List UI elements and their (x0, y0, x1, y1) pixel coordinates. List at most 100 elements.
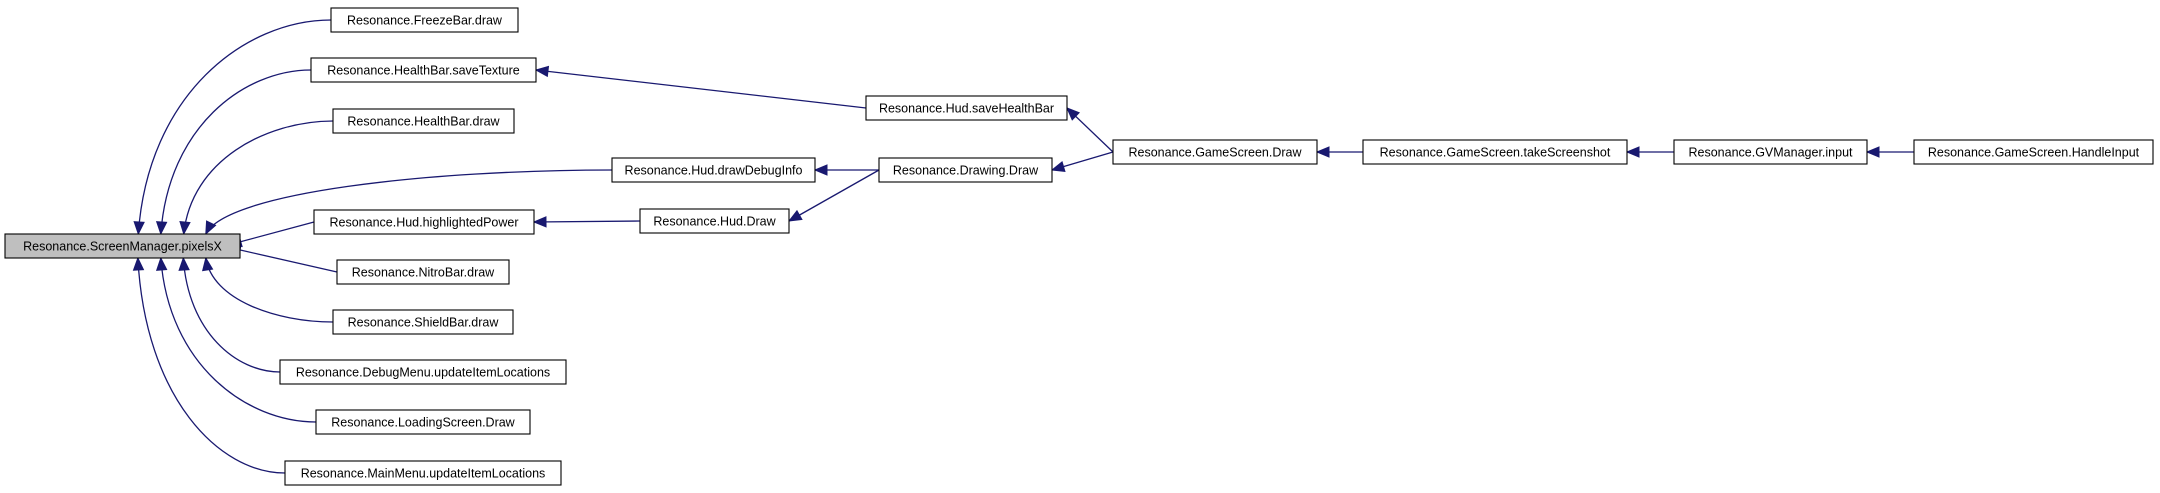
node-label: Resonance.DebugMenu.updateItemLocations (296, 366, 550, 380)
node-gameDraw[interactable]: Resonance.GameScreen.Draw (1112, 139, 1318, 165)
call-edge (1625, 146, 1674, 158)
arrowhead (1625, 146, 1640, 158)
node-hudHighlighted[interactable]: Resonance.Hud.highlightedPower (313, 209, 535, 235)
call-edge (227, 244, 338, 273)
node-box[interactable] (1112, 139, 1318, 165)
node-label: Resonance.Hud.drawDebugInfo (625, 164, 803, 178)
arrowhead (813, 164, 828, 176)
node-box[interactable] (332, 108, 515, 134)
node-box[interactable] (284, 460, 562, 486)
call-edge (227, 221, 315, 248)
node-nitroDraw[interactable]: Resonance.NitroBar.draw (336, 259, 510, 285)
node-label: Resonance.MainMenu.updateItemLocations (301, 467, 546, 481)
node-box[interactable] (1673, 139, 1868, 165)
call-edge (787, 169, 880, 222)
node-label: Resonance.NitroBar.draw (352, 266, 495, 280)
arrowhead (178, 256, 190, 271)
node-box[interactable] (336, 259, 510, 285)
edge-line (160, 257, 317, 423)
node-box[interactable] (330, 7, 519, 33)
node-label: Resonance.Hud.saveHealthBar (879, 102, 1054, 116)
call-edge (813, 164, 879, 176)
node-gvInput[interactable]: Resonance.GVManager.input (1673, 139, 1868, 165)
node-label: Resonance.HealthBar.saveTexture (327, 64, 520, 78)
node-hudSaveHealth[interactable]: Resonance.Hud.saveHealthBar (865, 95, 1068, 121)
edge-line (535, 69, 867, 109)
call-edge (532, 216, 641, 228)
arrowhead (1050, 160, 1066, 172)
call-edge (132, 256, 286, 474)
node-label: Resonance.Drawing.Draw (893, 164, 1039, 178)
edge-line (137, 19, 332, 235)
node-freezeDraw[interactable]: Resonance.FreezeBar.draw (330, 7, 519, 33)
node-drawingDraw[interactable]: Resonance.Drawing.Draw (878, 157, 1053, 183)
node-box[interactable] (611, 157, 816, 183)
arrowhead (532, 216, 547, 228)
node-loadingDraw[interactable]: Resonance.LoadingScreen.Draw (315, 409, 531, 435)
node-box[interactable] (315, 409, 531, 435)
arrowhead (534, 65, 550, 78)
node-hudDraw[interactable]: Resonance.Hud.Draw (639, 208, 790, 234)
edge-line (183, 120, 334, 235)
arrowhead (179, 220, 191, 236)
node-label: Resonance.GVManager.input (1689, 146, 1854, 160)
node-box[interactable] (332, 309, 514, 335)
arrowhead (202, 256, 214, 272)
node-box[interactable] (865, 95, 1068, 121)
arrowhead (1865, 146, 1880, 158)
node-box[interactable] (310, 57, 537, 83)
node-label: Resonance.LoadingScreen.Draw (331, 416, 515, 430)
call-edge (202, 256, 334, 323)
node-label: Resonance.GameScreen.Draw (1129, 146, 1303, 160)
call-edge (155, 256, 317, 423)
node-debugMenu[interactable]: Resonance.DebugMenu.updateItemLocations (279, 359, 567, 385)
node-label: Resonance.FreezeBar.draw (347, 14, 503, 28)
node-hudDebug[interactable]: Resonance.Hud.drawDebugInfo (611, 157, 816, 183)
arrowhead (205, 220, 217, 236)
call-edge (178, 256, 281, 373)
node-box[interactable] (878, 157, 1053, 183)
node-mainMenu[interactable]: Resonance.MainMenu.updateItemLocations (284, 460, 562, 486)
node-handleInput[interactable]: Resonance.GameScreen.HandleInput (1913, 139, 2154, 165)
edge-line (160, 69, 312, 235)
arrowhead (787, 209, 803, 222)
node-takeShot[interactable]: Resonance.GameScreen.takeScreenshot (1362, 139, 1628, 165)
node-label: Resonance.HealthBar.draw (347, 115, 500, 129)
node-pixelsX[interactable]: Resonance.ScreenManager.pixelsX (4, 233, 241, 259)
edge-line (205, 257, 334, 323)
arrowhead (132, 256, 145, 271)
node-layer: Resonance.ScreenManager.pixelsX Resonance… (4, 7, 2154, 486)
node-label: Resonance.Hud.highlightedPower (329, 216, 518, 230)
call-edge (205, 169, 613, 236)
node-label: Resonance.ShieldBar.draw (348, 316, 500, 330)
arrowhead (155, 221, 168, 236)
node-box[interactable] (639, 208, 790, 234)
edge-line (533, 220, 641, 223)
edge-line (788, 169, 880, 222)
node-shieldDraw[interactable]: Resonance.ShieldBar.draw (332, 309, 514, 335)
edge-line (205, 169, 613, 235)
node-label: Resonance.GameScreen.takeScreenshot (1380, 146, 1611, 160)
call-edge (1315, 146, 1363, 158)
node-label: Resonance.GameScreen.HandleInput (1928, 146, 2140, 160)
node-healthDraw[interactable]: Resonance.HealthBar.draw (332, 108, 515, 134)
edge-line (229, 221, 315, 246)
node-box[interactable] (279, 359, 567, 385)
node-label: Resonance.ScreenManager.pixelsX (23, 240, 222, 254)
node-box[interactable] (1913, 139, 2154, 165)
call-edge (1050, 151, 1114, 172)
edge-line (137, 257, 286, 474)
call-edge (179, 120, 334, 236)
call-edge (534, 65, 867, 109)
node-box[interactable] (1362, 139, 1628, 165)
node-label: Resonance.Hud.Draw (653, 215, 776, 229)
arrowhead (1315, 146, 1330, 158)
node-healthSave[interactable]: Resonance.HealthBar.saveTexture (310, 57, 537, 83)
call-edge (133, 19, 332, 236)
node-box[interactable] (313, 209, 535, 235)
call-edge (1865, 146, 1914, 158)
node-box[interactable] (4, 233, 241, 259)
call-edge (1066, 107, 1114, 153)
edge-layer (132, 19, 1914, 474)
